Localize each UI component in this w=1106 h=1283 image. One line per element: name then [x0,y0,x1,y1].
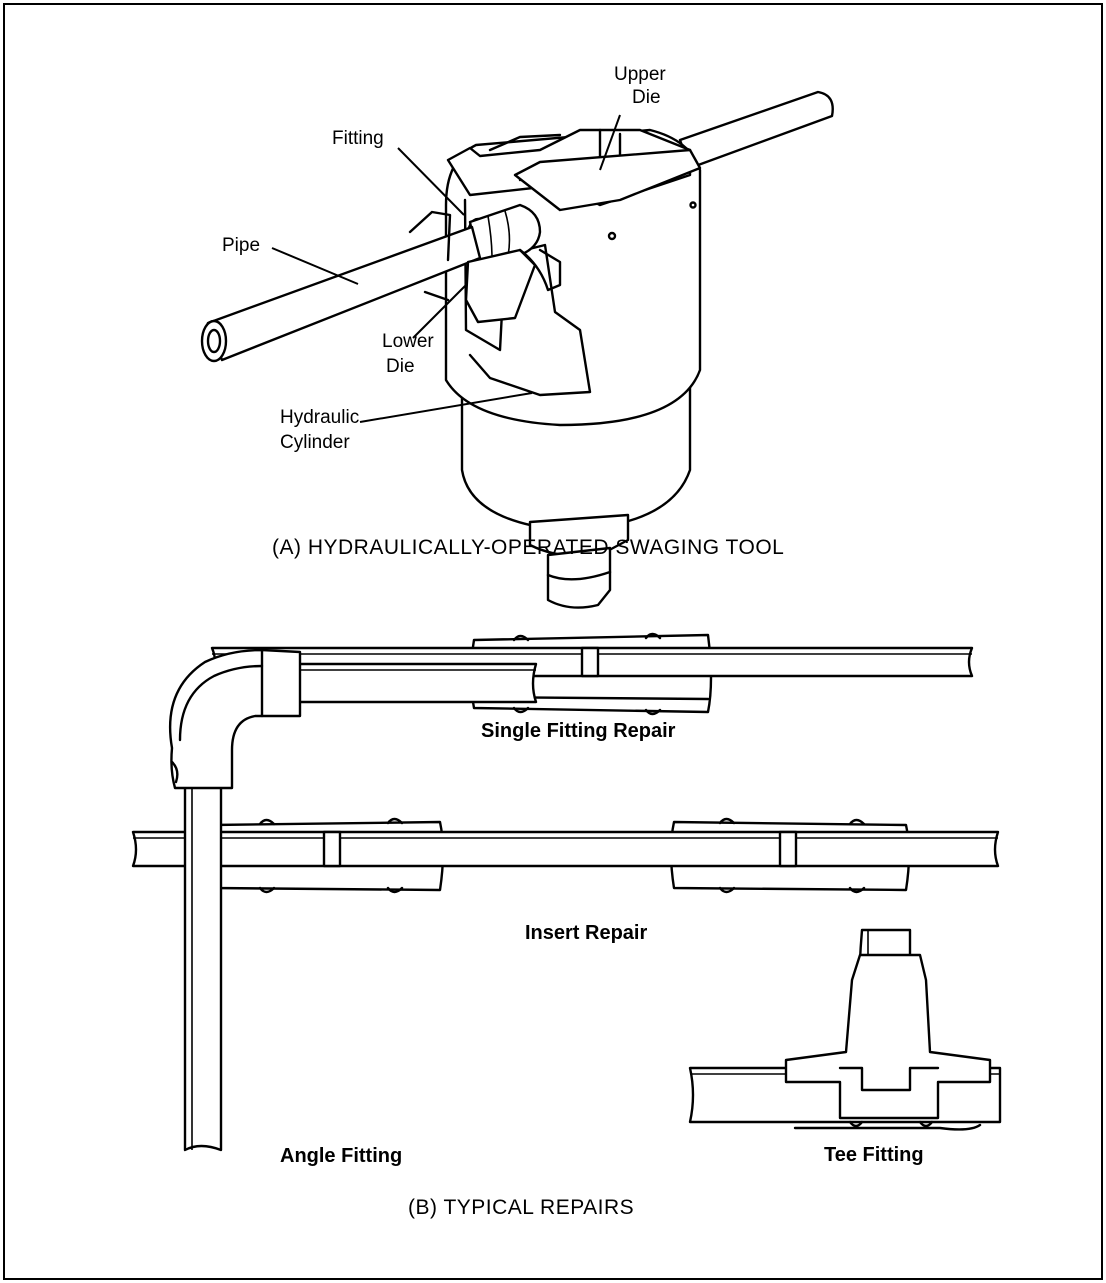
angle-fitting-drawing [168,648,538,1152]
caption-section-b: (B) TYPICAL REPAIRS [408,1196,635,1219]
label-pipe: Pipe [222,235,261,256]
caption-section-a: (A) HYDRAULICALLY-OPERATED SWAGING TOOL [272,536,785,559]
label-lower-die-line1: Lower [382,331,434,352]
swaging-tool-drawing [200,90,834,609]
label-tee-fitting: Tee Fitting [824,1144,924,1166]
label-hydraulic-line2: Cylinder [280,432,350,453]
label-single-fitting-repair: Single Fitting Repair [481,720,676,742]
label-upper-die-line2: Die [632,87,661,108]
pipe-end [200,319,228,363]
pipe-rear [678,90,834,170]
label-insert-repair: Insert Repair [525,922,648,944]
label-angle-fitting: Angle Fitting [280,1145,403,1167]
label-hydraulic-line1: Hydraulic [280,407,360,428]
figure-border [3,3,1103,1280]
label-lower-die-line2: Die [386,356,415,377]
upper-die-block [513,148,702,212]
housing-opening [463,198,592,397]
label-upper-die-line1: Upper [614,64,666,85]
leader-lines-a [271,114,621,423]
tee-fitting-drawing [688,928,1002,1131]
cylinder-nozzle [546,546,612,609]
label-fitting: Fitting [332,128,384,149]
insert-repair-drawing [131,817,1000,894]
